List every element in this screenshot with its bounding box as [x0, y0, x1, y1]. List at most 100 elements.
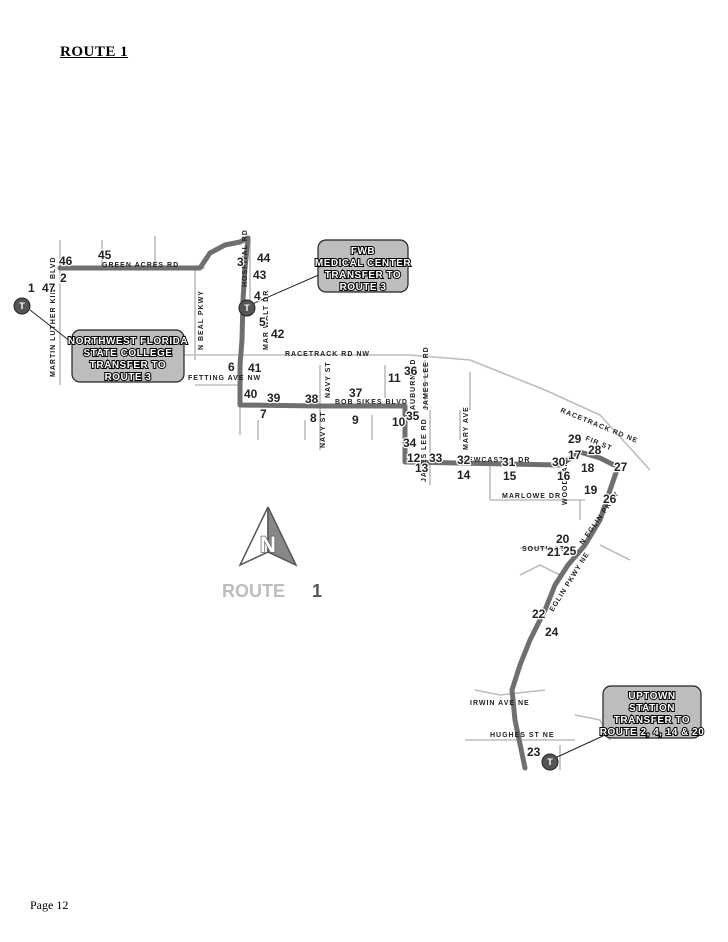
callout-uptown: UPTOWN STATION TRANSFER TO ROUTE 2, 4, 1… — [599, 685, 705, 739]
stop-4: 4 — [254, 289, 261, 303]
stop-36: 36 — [404, 364, 418, 378]
street-labels: GREEN ACRES RD MARTIN LUTHER KING BLVD H… — [50, 229, 639, 739]
stop-40: 40 — [244, 387, 258, 401]
stop-35: 35 — [406, 409, 420, 423]
callout-nwfsc-line1: NORTHWEST FLORIDA — [68, 336, 188, 347]
callout-leaders — [29, 269, 606, 759]
stop-20: 20 — [556, 532, 570, 546]
callout-fwb-line4: ROUTE 3 — [340, 282, 387, 293]
transfer-icon: T — [13, 297, 31, 315]
street-label-irwin: IRWIN AVE NE — [470, 700, 530, 707]
stop-1: 1 — [28, 281, 35, 295]
street-label-woodham: WOODHAM — [562, 460, 569, 506]
stop-12: 12 — [407, 451, 421, 465]
callout-nwfsc-line3: TRANSFER TO — [90, 360, 166, 371]
stop-31: 31 — [502, 455, 516, 469]
stop-3: 3 — [237, 255, 244, 269]
stop-numbers: 1 2 3 4 5 6 7 8 9 10 11 12 13 14 15 16 1… — [27, 247, 629, 760]
stop-34: 34 — [403, 436, 417, 450]
stop-47: 47 — [42, 281, 56, 295]
stop-27: 27 — [614, 460, 628, 474]
stop-22: 22 — [532, 607, 546, 621]
callout-uptown-line2: STATION — [629, 703, 675, 714]
street-label-fetting: FETTING AVE NW — [188, 375, 261, 382]
callout-uptown-line1: UPTOWN — [628, 691, 675, 702]
page-title: ROUTE 1 — [60, 44, 129, 60]
stop-46: 46 — [59, 254, 73, 268]
street-label-newcastle: NEWCASTLE DR — [462, 457, 530, 464]
stop-37: 37 — [349, 386, 363, 400]
callout-fwb-line2: MEDICAL CENTER — [315, 258, 412, 269]
stop-44: 44 — [257, 251, 271, 265]
stop-11: 11 — [388, 371, 401, 385]
stop-17: 17 — [568, 448, 582, 462]
street-label-navy-upper: NAVY ST — [325, 361, 332, 398]
stop-33: 33 — [429, 451, 443, 465]
callout-nwfsc-line2: STATE COLLEGE — [84, 348, 173, 359]
stop-16: 16 — [557, 469, 571, 483]
street-label-mary: MARY AVE — [463, 406, 470, 450]
stop-7: 7 — [260, 407, 267, 421]
callout-uptown-line4: ROUTE 2, 4, 14 & 20 — [600, 727, 705, 738]
stop-39: 39 — [267, 391, 281, 405]
stop-32: 32 — [457, 453, 471, 467]
stop-6: 6 — [228, 360, 235, 374]
stop-10: 10 — [392, 415, 406, 429]
street-label-hughes: HUGHES ST NE — [490, 732, 555, 739]
svg-text:T: T — [19, 301, 25, 311]
route-line — [57, 235, 621, 771]
street-label-n-beal: N BEAL PKWY — [198, 290, 205, 350]
stop-30: 30 — [552, 455, 566, 469]
callout-fwb: FWB MEDICAL CENTER TRANSFER TO ROUTE 3 — [314, 239, 412, 294]
transfer-icon: T — [238, 299, 256, 317]
page-footer: Page 12 — [30, 898, 69, 912]
callout-nwfsc-line4: ROUTE 3 — [105, 372, 152, 383]
stop-28: 28 — [588, 443, 602, 457]
stop-15: 15 — [503, 469, 517, 483]
street-label-racetrack: RACETRACK RD NW — [285, 351, 370, 358]
stop-41: 41 — [248, 361, 262, 375]
street-label-hospital: HOSPITAL RD — [242, 229, 249, 287]
stop-24: 24 — [545, 625, 559, 639]
stop-45: 45 — [98, 248, 112, 262]
stop-42: 42 — [271, 327, 285, 341]
street-label-james-lee-lower: JAMES LEE RD — [421, 418, 428, 482]
stop-38: 38 — [305, 392, 319, 406]
street-label-navy-lower: NAVY ST — [320, 411, 327, 448]
stop-13: 13 — [415, 461, 429, 475]
svg-text:T: T — [547, 757, 553, 767]
street-label-bob-sikes: BOB SIKES BLVD — [335, 399, 408, 406]
stop-18: 18 — [581, 461, 595, 475]
route-number: 1 — [312, 581, 322, 601]
stop-29: 29 — [568, 432, 582, 446]
street-label-james-lee-upper: JAMES LEE RD — [423, 346, 430, 410]
svg-text:T: T — [244, 303, 250, 313]
transfer-icon: T — [541, 753, 559, 771]
stop-43: 43 — [253, 268, 267, 282]
street-label-mlk: MARTIN LUTHER KING BLVD — [50, 257, 57, 377]
street-label-marlowe: MARLOWE DR — [502, 493, 561, 500]
north-label: N — [260, 532, 276, 557]
callout-fwb-line1: FWB — [351, 246, 375, 257]
stop-19: 19 — [584, 483, 598, 497]
stop-2: 2 — [60, 271, 67, 285]
stop-9: 9 — [352, 413, 359, 427]
north-arrow-icon: N — [238, 506, 298, 567]
street-network — [59, 236, 651, 770]
callout-fwb-line3: TRANSFER TO — [325, 270, 401, 281]
stop-23: 23 — [527, 745, 541, 759]
street-label-mar-walt: MAR WALT DR — [263, 290, 270, 350]
street-label-auburn: AUBURN RD — [410, 359, 417, 410]
callout-nwfsc: NORTHWEST FLORIDA STATE COLLEGE TRANSFER… — [67, 329, 189, 384]
stop-26: 26 — [603, 492, 617, 506]
stop-21: 21 — [547, 545, 561, 559]
stop-25: 25 — [563, 544, 577, 558]
stop-8: 8 — [310, 411, 317, 425]
street-label-south: SOUTH ST — [522, 546, 565, 553]
callout-uptown-line3: TRANSFER TO — [614, 715, 690, 726]
street-label-green-acres: GREEN ACRES RD — [102, 262, 179, 269]
route-label: ROUTE — [222, 581, 285, 601]
stop-5: 5 — [259, 315, 266, 329]
stop-14: 14 — [457, 468, 471, 482]
